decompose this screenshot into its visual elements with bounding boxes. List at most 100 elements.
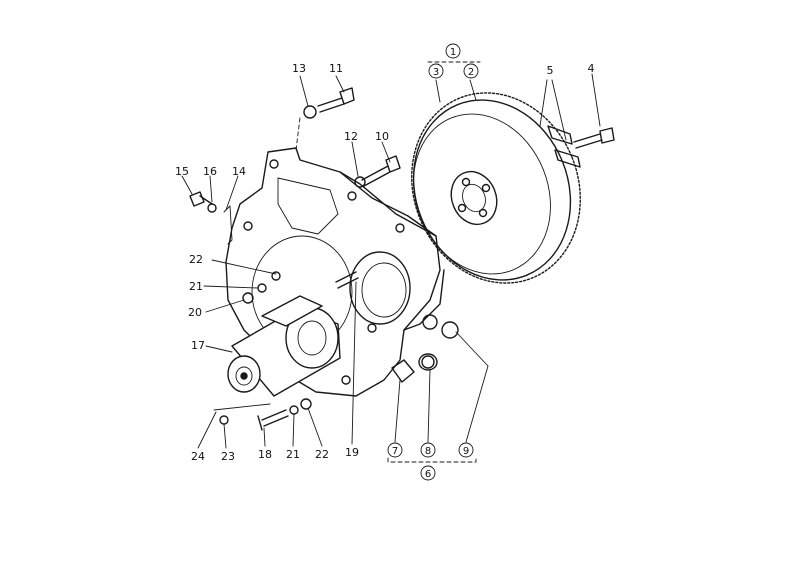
leader-lines bbox=[181, 73, 601, 449]
leader-line bbox=[469, 79, 477, 101]
housing-hole bbox=[367, 323, 377, 333]
callout-circle bbox=[420, 465, 436, 481]
leader-line bbox=[351, 281, 357, 445]
leader-line bbox=[551, 79, 567, 141]
callout-14: 14 bbox=[232, 165, 246, 178]
leader-line bbox=[435, 79, 441, 103]
housing-boss bbox=[421, 355, 435, 369]
bolt-18 bbox=[257, 409, 289, 431]
callout-1: 1 bbox=[450, 47, 456, 58]
housing-hole bbox=[243, 221, 253, 231]
housing-boss bbox=[422, 314, 438, 330]
leader-line bbox=[205, 299, 245, 313]
leader-line bbox=[465, 365, 489, 443]
washer-12 bbox=[354, 176, 366, 188]
washer-13 bbox=[303, 105, 317, 119]
starter-end-boss bbox=[235, 366, 253, 386]
callout-9: 9 bbox=[463, 446, 469, 457]
callout-circle bbox=[428, 63, 444, 79]
leader-line bbox=[205, 345, 233, 353]
leader-line bbox=[203, 285, 259, 289]
leader-line bbox=[307, 407, 323, 447]
washer-16 bbox=[207, 203, 217, 213]
callout-circle bbox=[463, 63, 479, 79]
leader-line bbox=[455, 331, 489, 367]
leader-line bbox=[197, 411, 217, 449]
callout-circle bbox=[387, 442, 403, 458]
bolt-4 bbox=[573, 127, 615, 149]
retainer-plate bbox=[554, 149, 581, 168]
housing-upper-window bbox=[277, 177, 339, 235]
bolt-15 bbox=[189, 191, 213, 207]
leader-13-dash bbox=[295, 117, 301, 151]
callout-21-lower: 21 bbox=[286, 448, 300, 461]
washer-22 bbox=[271, 271, 281, 281]
callout-7: 7 bbox=[392, 446, 398, 457]
pin-24 bbox=[213, 403, 271, 411]
callout-23: 23 bbox=[221, 450, 235, 463]
callout-16: 16 bbox=[203, 165, 217, 178]
washer-21 bbox=[257, 283, 267, 293]
callout-15: 15 bbox=[175, 165, 189, 178]
leader-line bbox=[225, 175, 239, 211]
leader-line bbox=[263, 427, 266, 447]
callout-2: 2 bbox=[468, 67, 474, 78]
callout-22-upper: 22 bbox=[189, 253, 203, 266]
flywheel-hub bbox=[450, 170, 498, 226]
callout-10: 10 bbox=[375, 130, 389, 143]
callout-19: 19 bbox=[345, 446, 359, 459]
housing-side-bore-inner bbox=[361, 262, 407, 318]
housing-hole bbox=[341, 375, 351, 385]
nut-20 bbox=[242, 292, 254, 304]
callout-12: 12 bbox=[344, 130, 358, 143]
washer-22 bbox=[300, 398, 312, 410]
leader-line bbox=[181, 175, 193, 195]
housing-side bbox=[339, 171, 445, 331]
starter-shaft bbox=[240, 372, 248, 380]
callout-13: 13 bbox=[292, 62, 306, 75]
callout-circle bbox=[458, 442, 474, 458]
flywheel-bolt-hole bbox=[481, 183, 491, 193]
callout-4: 4 bbox=[588, 62, 595, 75]
flywheel-bolt-hole bbox=[478, 208, 488, 218]
cover-9 bbox=[441, 321, 459, 339]
leader-line bbox=[381, 141, 391, 163]
clip-23 bbox=[219, 415, 229, 425]
stud-19 bbox=[335, 271, 359, 289]
leader-line bbox=[427, 369, 431, 443]
flywheel-bolt-hole bbox=[457, 203, 467, 213]
housing-side-bore bbox=[349, 251, 411, 325]
housing-hole bbox=[347, 191, 357, 201]
leader-line bbox=[591, 73, 601, 127]
flywheel-bolt-hole bbox=[461, 177, 471, 187]
housing-outline bbox=[225, 147, 441, 397]
starter-pinion bbox=[297, 320, 327, 356]
callout-20: 20 bbox=[188, 306, 202, 319]
callout-22-lower: 22 bbox=[315, 448, 329, 461]
flywheel-face bbox=[413, 113, 551, 275]
leader-line bbox=[351, 141, 359, 177]
callout-5: 5 bbox=[547, 64, 554, 77]
leader-line bbox=[223, 423, 227, 449]
cover-8 bbox=[418, 353, 438, 371]
flywheel-housing bbox=[225, 147, 445, 397]
clip-14 bbox=[223, 205, 233, 245]
leader-line bbox=[209, 175, 213, 203]
callout-11: 11 bbox=[329, 62, 343, 75]
inspection-cover-parts bbox=[391, 321, 459, 383]
callout-3: 3 bbox=[433, 67, 439, 78]
callout-24: 24 bbox=[191, 450, 205, 463]
callout-circle bbox=[445, 43, 461, 59]
gear-retainer-plates bbox=[547, 125, 615, 168]
starter-solenoid bbox=[261, 295, 323, 327]
callout-6: 6 bbox=[425, 469, 431, 480]
callout-18: 18 bbox=[258, 448, 272, 461]
retainer-plate bbox=[547, 125, 573, 145]
housing-hole bbox=[395, 223, 405, 233]
leader-line bbox=[211, 259, 277, 275]
bolt-10 bbox=[361, 155, 401, 187]
flywheel-outer-rim bbox=[412, 99, 572, 281]
leader-line bbox=[292, 413, 295, 447]
callout-21-upper: 21 bbox=[189, 280, 203, 293]
